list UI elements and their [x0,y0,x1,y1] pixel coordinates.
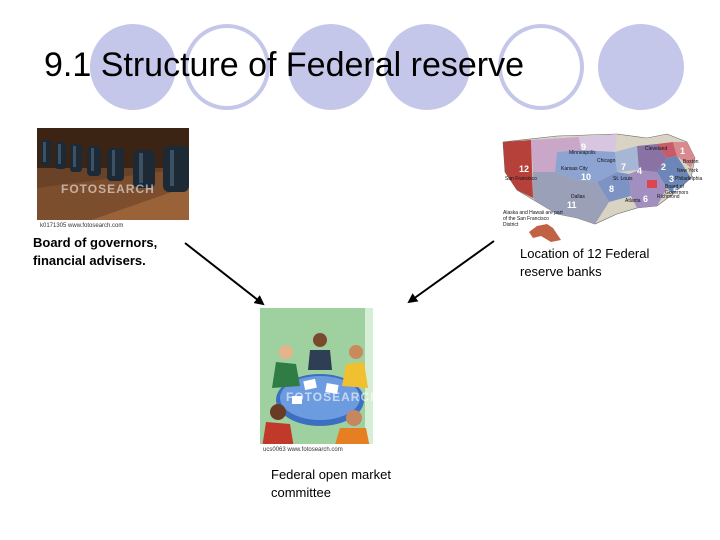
map-label-new-york: New York [677,168,699,174]
person-bottom-left [262,404,294,448]
district-number-8: 8 [609,184,615,194]
map-label-boston: Boston [683,159,699,165]
board-caption: Board of governors, financial advisers. [33,235,158,268]
district-number-11: 11 [567,200,577,210]
person-bottom-right [334,410,370,448]
decor-circle-3 [288,24,374,110]
board-image-footer: k0171305 www.fotosearch.com [37,220,189,232]
map-label-cleveland: Cleveland [645,146,668,152]
arrow-board-to-fomc [184,242,265,306]
district-number-7: 7 [621,162,627,172]
map-label-st-louis: St. Louis [613,176,633,182]
decor-circle-1 [90,24,176,110]
person-right [342,345,368,388]
map-label-san-francisco: San Francisco [505,176,537,182]
decor-circle-2 [184,24,270,110]
fed-map-illustration [502,133,696,242]
fomc-image-watermark: FOTOSEARCH [286,390,380,404]
district-number-9: 9 [581,142,587,152]
person-left [272,345,300,388]
map-label-richmond: Richmond [657,194,680,200]
decor-circle-5 [498,24,584,110]
map-note-alaska-hawaii: Alaska and Hawaii are part of the San Fr… [503,210,563,228]
district-number-4: 4 [637,166,643,176]
district-number-6: 6 [643,194,649,204]
map-caption: Location of 12 Federal reserve banks [520,246,650,279]
fomc-image-footer: ucs0063 www.fotosearch.com [260,444,405,456]
person-top [308,333,332,370]
fomc-meeting-illustration [260,308,405,448]
decor-circle-6 [598,24,684,110]
district-number-3: 3 [669,174,675,184]
board-image-watermark: FOTOSEARCH [61,182,155,196]
fomc-meeting-image: FOTOSEARCH ucs0063 www.fotosearch.com [260,308,405,458]
map-label-chicago: Chicago [597,158,616,164]
map-label-minneapolis: Minneapolis [569,150,596,156]
district-number-1: 1 [680,146,686,156]
map-label-kansas-city: Kansas City [561,166,588,172]
board-room-image: FOTOSEARCH k0171305 www.fotosearch.com [37,128,189,232]
district-number-10: 10 [581,172,592,182]
fomc-caption: Federal open market committee [271,467,391,500]
decor-circle-4 [384,24,470,110]
district-number-5: 5 [673,186,679,196]
fed-districts-map: 9 7 4 1 2 3 12 10 8 5 6 11 Minneapolis C… [497,128,705,244]
district-number-12: 12 [519,164,530,174]
arrow-map-to-fomc [407,240,495,304]
map-label-philadelphia: Philadelphia [675,176,703,182]
slide-title: 9.1 Structure of Federal reserve [44,46,525,84]
district-number-2: 2 [661,162,667,172]
map-label-dallas: Dallas [571,194,585,200]
map-label-board-of-governors: Board of Governors [665,184,689,196]
map-label-atlanta: Atlanta [625,198,641,204]
